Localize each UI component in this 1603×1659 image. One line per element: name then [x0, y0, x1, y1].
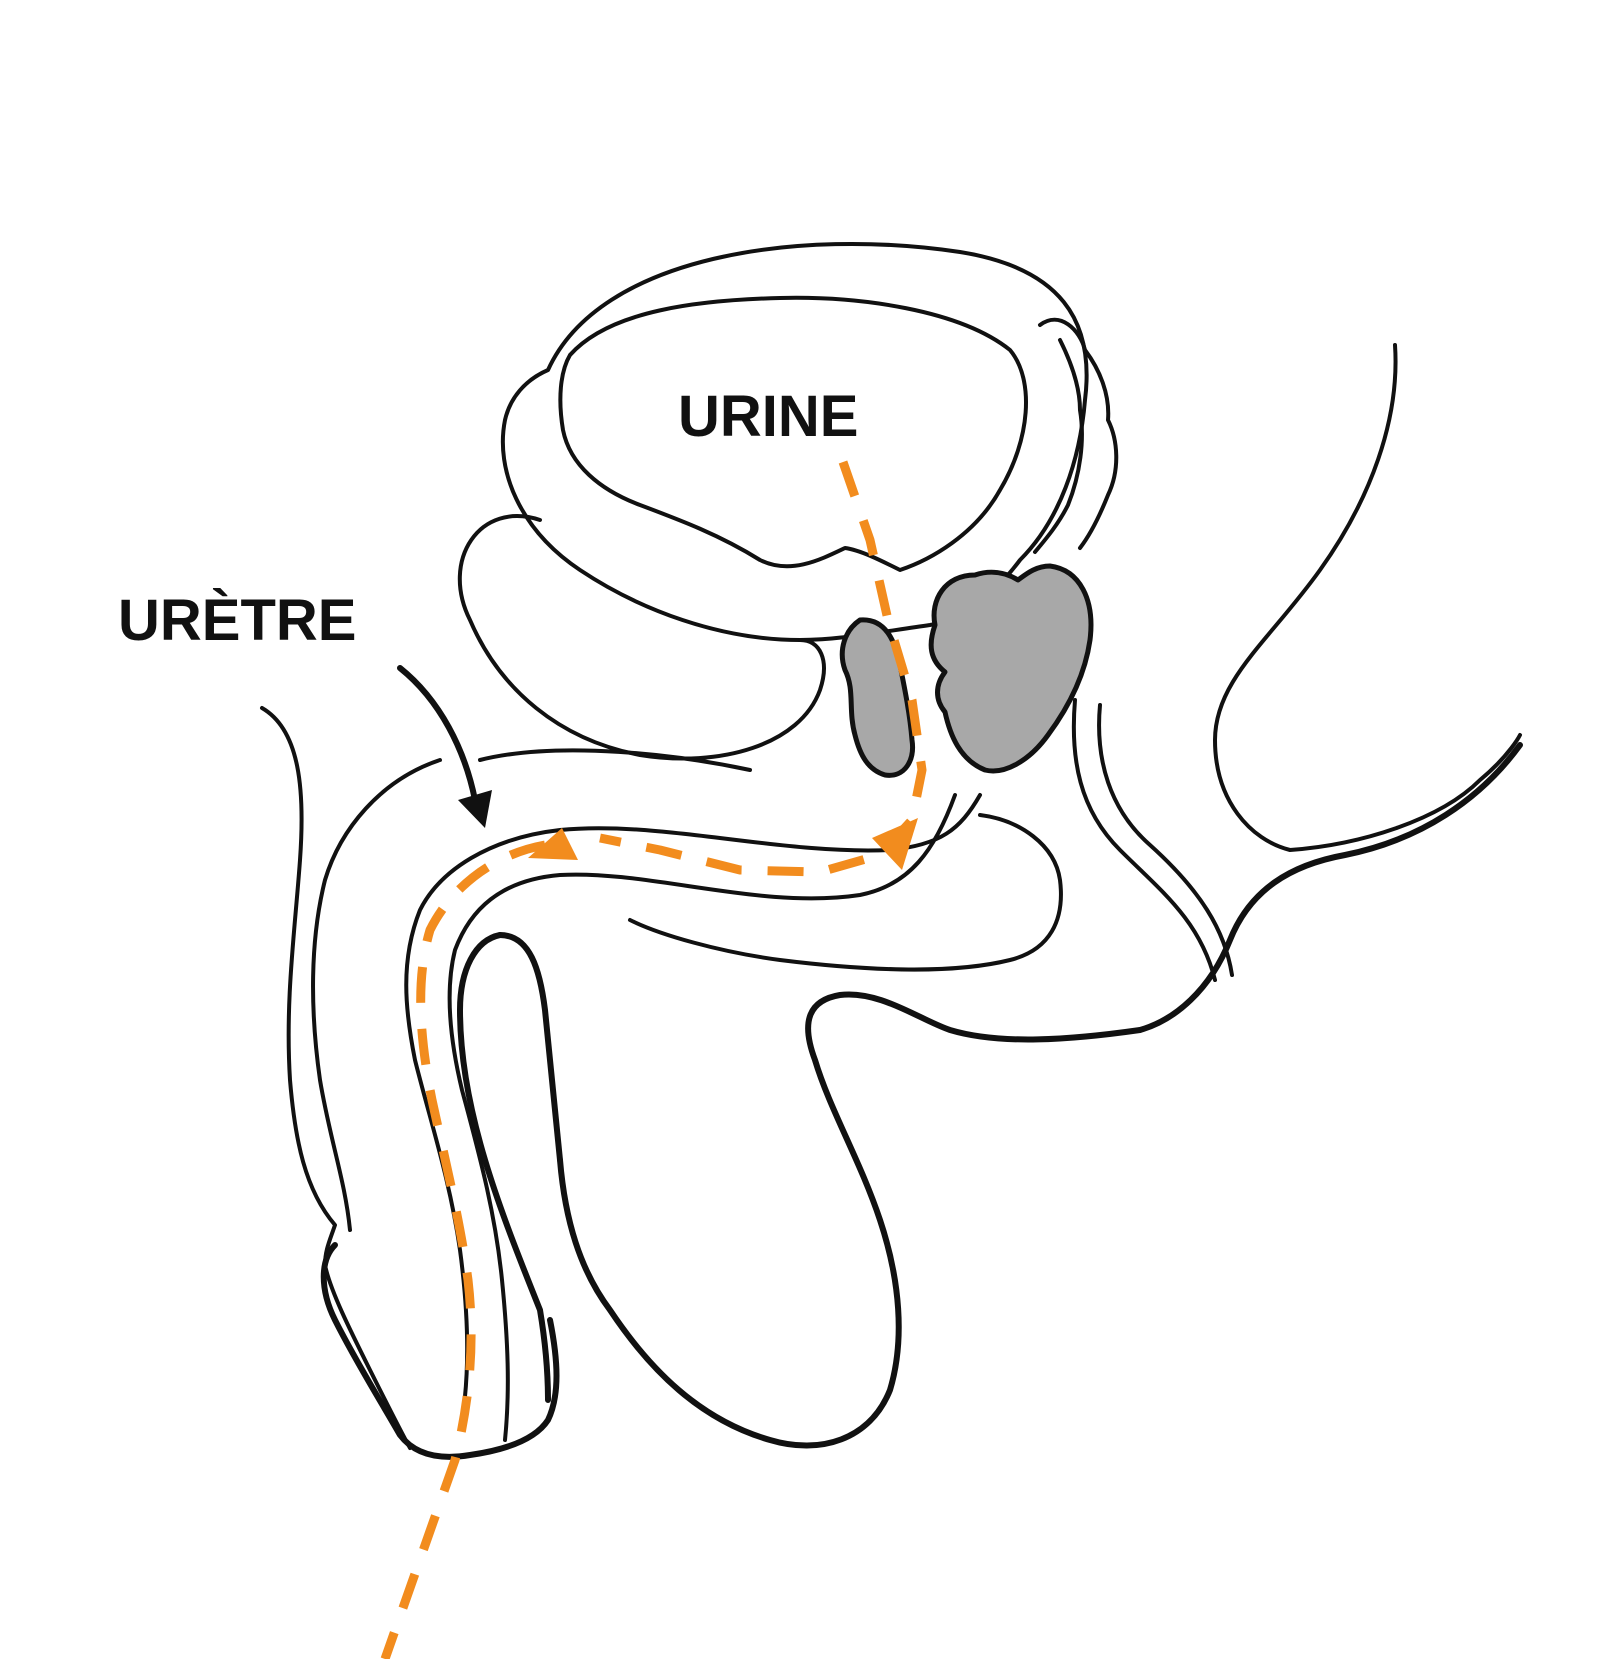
urethra-upper-wall — [404, 793, 982, 1422]
perineal-muscle-line-2 — [1097, 703, 1234, 977]
urine-label: URINE — [678, 384, 858, 449]
uretre-label: URÈTRE — [118, 588, 356, 653]
penile-bulb — [628, 813, 1063, 972]
perineal-muscle-line-1 — [1071, 698, 1217, 982]
flow-arrowhead-retrograde — [528, 828, 578, 860]
scrotum — [557, 991, 1143, 1449]
prostate-left-lobe — [839, 617, 916, 778]
rectum-wall — [1213, 343, 1522, 852]
seminal-vesicle-outline — [1038, 317, 1119, 550]
glans — [320, 1242, 560, 1460]
bladder-inner-cavity — [558, 295, 1028, 572]
pubic-bone — [457, 514, 826, 761]
penis-foreskin-line — [311, 758, 442, 1232]
prostate-right-lobe — [928, 563, 1094, 774]
penis-outer-shaft — [260, 706, 412, 1450]
urethra-lower-wall — [447, 793, 957, 1442]
corpus-cavernosum — [457, 932, 551, 1403]
perineum-line — [1137, 742, 1523, 1033]
corpus-cavernosum-right — [497, 932, 563, 1163]
flow-arrowhead-descending — [872, 818, 918, 870]
uretre-pointer-arrow — [397, 665, 478, 803]
seminal-vesicle-inner — [1033, 338, 1084, 554]
urine-flow-path — [599, 460, 927, 877]
uretre-pointer-arrowhead — [458, 790, 492, 828]
urethra-flow-path — [380, 840, 546, 1659]
pubic-bone-lower-edge — [478, 748, 752, 772]
